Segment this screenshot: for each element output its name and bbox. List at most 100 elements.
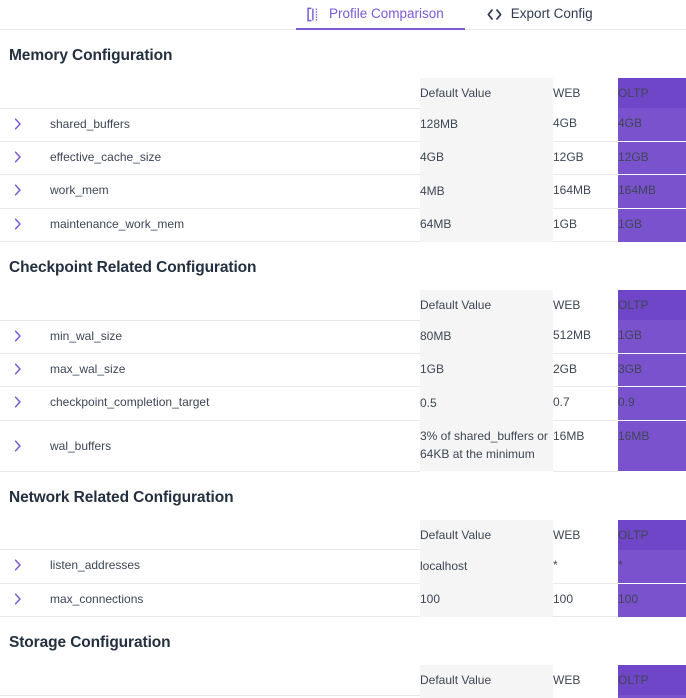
parameter-name: checkpoint_completion_target bbox=[50, 395, 210, 410]
section-title: Memory Configuration bbox=[9, 47, 173, 64]
oltp-value-cell: 12GB bbox=[618, 141, 686, 176]
code-brackets-icon bbox=[486, 8, 503, 21]
expand-chevron-icon[interactable] bbox=[14, 440, 36, 452]
table-header-row: Default Value WEB OLTP bbox=[0, 519, 686, 551]
expand-chevron-icon[interactable] bbox=[14, 396, 36, 408]
section-storage-configuration: Storage Configuration Default Value WEB … bbox=[0, 617, 686, 698]
oltp-value-cell: 16MB bbox=[618, 420, 686, 472]
column-header-oltp: OLTP bbox=[618, 519, 686, 550]
default-value-cell: 80MB bbox=[420, 320, 553, 354]
web-value-cell: 1GB bbox=[553, 208, 618, 243]
tab-bar: Profile Comparison Export Config bbox=[0, 0, 686, 30]
tab-export-config[interactable]: Export Config bbox=[476, 0, 603, 28]
web-value-cell: * bbox=[553, 549, 618, 584]
column-header-oltp: OLTP bbox=[618, 290, 686, 321]
oltp-value-cell: 3GB bbox=[618, 353, 686, 388]
section-title: Checkpoint Related Configuration bbox=[9, 259, 257, 277]
column-header-web: WEB bbox=[553, 298, 581, 313]
column-header-web: WEB bbox=[553, 673, 581, 688]
section-network-related-configuration: Network Related Configuration Default Va… bbox=[0, 472, 686, 618]
table-row[interactable]: shared_buffers 128MB 4GB 4GB bbox=[0, 108, 686, 142]
column-header-name bbox=[0, 665, 420, 696]
default-value-cell: 4.0 bbox=[420, 695, 553, 698]
oltp-value-cell: 164MB bbox=[618, 174, 686, 209]
tab-profile-comparison-label: Profile Comparison bbox=[329, 6, 444, 22]
expand-chevron-icon[interactable] bbox=[14, 184, 36, 196]
expand-chevron-icon[interactable] bbox=[14, 117, 36, 130]
web-value-cell: 12GB bbox=[553, 141, 618, 176]
parameter-name: effective_cache_size bbox=[50, 149, 162, 164]
column-header-name bbox=[0, 519, 420, 551]
default-value-cell: 3% of shared_buffers or 64KB at the mini… bbox=[420, 420, 553, 472]
parameter-name-cell[interactable]: maintenance_work_mem bbox=[0, 208, 420, 243]
table-row[interactable]: min_wal_size 80MB 512MB 1GB bbox=[0, 320, 686, 354]
parameter-name: listen_addresses bbox=[50, 558, 141, 573]
comparison-table: Default Value WEB OLTP shared_buffers 12… bbox=[0, 78, 686, 243]
column-header-default-value: Default Value bbox=[420, 665, 553, 696]
expand-chevron-icon[interactable] bbox=[14, 330, 36, 342]
comparison-table: Default Value WEB OLTP listen_addresses … bbox=[0, 519, 686, 618]
default-value-cell: 128MB bbox=[420, 108, 553, 142]
web-value-cell: 164MB bbox=[553, 174, 618, 209]
parameter-name: maintenance_work_mem bbox=[50, 216, 185, 231]
parameter-name-cell[interactable]: listen_addresses bbox=[0, 549, 420, 584]
column-header-default-value: Default Value bbox=[420, 78, 553, 108]
oltp-value-cell: 4GB bbox=[618, 108, 686, 142]
column-header-name bbox=[0, 78, 420, 109]
tab-export-config-label: Export Config bbox=[510, 6, 593, 22]
parameter-name-cell[interactable]: shared_buffers bbox=[0, 108, 420, 142]
parameter-name: min_wal_size bbox=[50, 328, 123, 343]
web-value-cell: 16MB bbox=[553, 420, 618, 472]
column-header-web: WEB bbox=[553, 86, 581, 100]
expand-chevron-icon[interactable] bbox=[14, 363, 36, 375]
oltp-value-cell: 1.1 bbox=[618, 695, 686, 698]
expand-chevron-icon[interactable] bbox=[14, 151, 36, 163]
table-header-row: Default Value WEB OLTP bbox=[0, 665, 686, 696]
oltp-value-cell: * bbox=[618, 549, 686, 584]
web-value-cell: 1.1 bbox=[553, 695, 618, 698]
table-row[interactable]: effective_cache_size 4GB 12GB 12GB bbox=[0, 141, 686, 176]
parameter-name-cell[interactable]: random_page_cost bbox=[0, 695, 420, 698]
parameter-name-cell[interactable]: min_wal_size bbox=[0, 320, 420, 354]
default-value-cell: 4GB bbox=[420, 141, 553, 175]
expand-chevron-icon[interactable] bbox=[14, 559, 36, 571]
table-header-row: Default Value WEB OLTP bbox=[0, 78, 686, 109]
default-value-cell: localhost bbox=[420, 549, 553, 584]
column-header-oltp: OLTP bbox=[618, 78, 686, 108]
parameter-name: shared_buffers bbox=[50, 116, 130, 131]
table-row[interactable]: max_connections 100 100 100 bbox=[0, 583, 686, 618]
oltp-value-cell: 0.9 bbox=[618, 386, 686, 421]
table-row[interactable]: random_page_cost 4.0 1.1 1.1 bbox=[0, 695, 686, 698]
oltp-value-cell: 100 bbox=[618, 583, 686, 617]
parameter-name-cell[interactable]: checkpoint_completion_target bbox=[0, 386, 420, 421]
parameter-name-cell[interactable]: effective_cache_size bbox=[0, 141, 420, 176]
expand-chevron-icon[interactable] bbox=[14, 218, 36, 230]
comparison-table: Default Value WEB OLTP min_wal_size 80MB… bbox=[0, 290, 686, 472]
web-value-cell: 0.7 bbox=[553, 386, 618, 421]
table-row[interactable]: checkpoint_completion_target 0.5 0.7 0.9 bbox=[0, 386, 686, 421]
table-row[interactable]: maintenance_work_mem 64MB 1GB 1GB bbox=[0, 208, 686, 243]
parameter-name-cell[interactable]: max_connections bbox=[0, 583, 420, 618]
parameter-name-cell[interactable]: wal_buffers bbox=[0, 420, 420, 472]
table-row[interactable]: listen_addresses localhost * * bbox=[0, 549, 686, 584]
parameter-name-cell[interactable]: max_wal_size bbox=[0, 353, 420, 388]
table-row[interactable]: max_wal_size 1GB 2GB 3GB bbox=[0, 353, 686, 388]
web-value-cell: 512MB bbox=[553, 320, 618, 354]
table-row[interactable]: work_mem 4MB 164MB 164MB bbox=[0, 174, 686, 209]
default-value-cell: 1GB bbox=[420, 353, 553, 387]
column-header-default-value: Default Value bbox=[420, 519, 553, 550]
parameter-name-cell[interactable]: work_mem bbox=[0, 174, 420, 209]
tab-profile-comparison[interactable]: Profile Comparison bbox=[296, 0, 454, 28]
column-header-oltp: OLTP bbox=[618, 665, 686, 696]
web-value-cell: 4GB bbox=[553, 108, 618, 142]
config-comparison-content: Memory Configuration Default Value WEB O… bbox=[0, 30, 686, 698]
comparison-table: Default Value WEB OLTP random_page_cost … bbox=[0, 665, 686, 698]
default-value-cell: 4MB bbox=[420, 174, 553, 209]
section-title: Network Related Configuration bbox=[9, 488, 234, 506]
parameter-name: work_mem bbox=[50, 183, 109, 198]
expand-chevron-icon[interactable] bbox=[14, 593, 36, 605]
oltp-value-cell: 1GB bbox=[618, 320, 686, 354]
column-header-web: WEB bbox=[553, 527, 581, 542]
table-header-row: Default Value WEB OLTP bbox=[0, 290, 686, 321]
table-row[interactable]: wal_buffers 3% of shared_buffers or 64KB… bbox=[0, 420, 686, 472]
